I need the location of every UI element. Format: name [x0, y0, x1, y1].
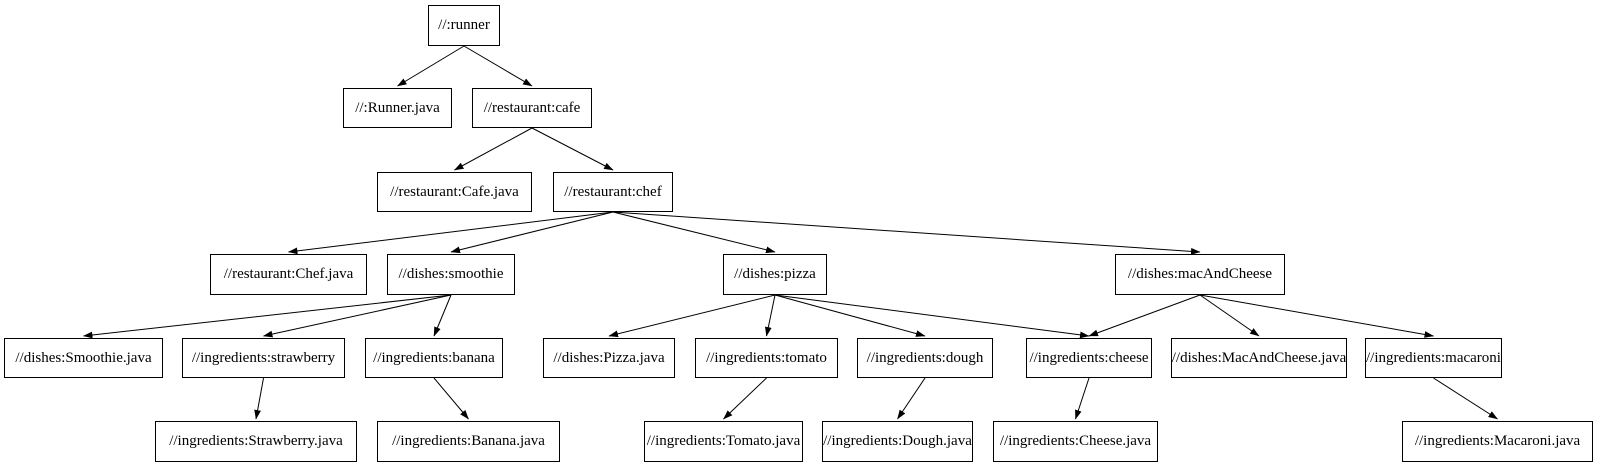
edge-cheese--cheese-java [1075, 377, 1090, 420]
edge-runner--runner-java [397, 45, 465, 87]
edge-mac-and-cheese--cheese [1088, 294, 1201, 337]
edge-banana--banana-java [433, 377, 469, 420]
node-smoothie: //dishes:smoothie [387, 254, 515, 295]
node-label: //restaurant:Chef.java [223, 266, 354, 282]
node-mac-and-cheese-java: //dishes:MacAndCheese.java [1171, 338, 1347, 378]
node-pizza: //dishes:pizza [723, 254, 827, 295]
node-tomato-java: //ingredients:Tomato.java [644, 421, 803, 462]
node-label: //:Runner.java [355, 99, 440, 116]
node-label: //dishes:Smoothie.java [15, 349, 152, 366]
node-chef-java: //restaurant:Chef.java [210, 254, 367, 295]
node-label: //ingredients:Strawberry.java [169, 433, 343, 449]
edge-smoothie--strawberry [263, 294, 452, 338]
edge-tomato--tomato-java [723, 377, 767, 420]
node-label: //dishes:macAndCheese [1127, 266, 1273, 282]
node-banana-java: //ingredients:Banana.java [377, 421, 560, 462]
node-runner-java: //:Runner.java [343, 88, 452, 128]
node-label: //restaurant:Cafe.java [390, 183, 519, 200]
node-label: //ingredients:Cheese.java [999, 433, 1152, 449]
node-dough: //ingredients:dough [857, 338, 993, 378]
node-chef: //restaurant:chef [553, 172, 673, 212]
edge-pizza--pizza-java [608, 294, 776, 338]
edge-chef--smoothie [450, 211, 614, 254]
edge-mac-and-cheese--mac-and-cheese-java [1199, 294, 1260, 337]
edges-group [83, 45, 1498, 420]
edge-strawberry--strawberry-java [254, 377, 264, 420]
edge-pizza--cheese [774, 294, 1090, 339]
node-label: //ingredients:dough [866, 349, 984, 366]
edge-pizza--dough [774, 294, 926, 337]
node-runner: //:runner [428, 5, 500, 46]
node-dough-java: //ingredients:Dough.java [822, 421, 973, 462]
node-label: //dishes:Pizza.java [553, 349, 665, 366]
edge-mac-and-cheese--macaroni [1199, 294, 1434, 338]
edge-cafe--cafe-java [454, 127, 533, 171]
node-macaroni-java: //ingredients:Macaroni.java [1402, 421, 1593, 462]
node-smoothie-java: //dishes:Smoothie.java [4, 338, 163, 378]
node-label: //:runner [438, 17, 490, 33]
node-label: //ingredients:Macaroni.java [1414, 433, 1581, 449]
node-label: //ingredients:macaroni [1366, 349, 1501, 366]
node-banana: //ingredients:banana [365, 338, 503, 378]
edge-macaroni--macaroni-java [1433, 377, 1498, 420]
node-label: //dishes:pizza [734, 266, 816, 282]
node-label: //ingredients:cheese [1029, 349, 1149, 366]
edge-chef--pizza [612, 211, 776, 254]
edge-chef--chef-java [288, 211, 614, 255]
edge-smoothie--banana [433, 294, 452, 337]
node-label: //ingredients:banana [373, 349, 495, 366]
node-label: //dishes:MacAndCheese.java [1171, 349, 1347, 366]
edge-pizza--tomato [764, 294, 776, 337]
edge-chef--mac-and-cheese [612, 211, 1201, 255]
node-label: //ingredients:strawberry [191, 349, 336, 366]
node-tomato: //ingredients:tomato [695, 338, 838, 378]
node-pizza-java: //dishes:Pizza.java [543, 338, 675, 378]
node-macaroni: //ingredients:macaroni [1365, 338, 1502, 378]
node-strawberry: //ingredients:strawberry [182, 338, 345, 378]
node-label: //ingredients:Banana.java [392, 433, 545, 449]
node-cafe: //restaurant:cafe [472, 88, 592, 128]
node-label: //restaurant:chef [564, 183, 662, 200]
node-label: //ingredients:Tomato.java [646, 433, 801, 449]
node-label: //restaurant:cafe [483, 99, 581, 116]
edge-runner--cafe [463, 45, 533, 87]
edge-cafe--chef [531, 127, 614, 171]
node-label: //ingredients:Dough.java [823, 433, 972, 449]
node-label: //ingredients:tomato [706, 349, 827, 366]
node-cafe-java: //restaurant:Cafe.java [377, 172, 532, 212]
node-cheese-java: //ingredients:Cheese.java [993, 421, 1158, 462]
node-label: //dishes:smoothie [398, 266, 504, 282]
node-strawberry-java: //ingredients:Strawberry.java [155, 421, 357, 462]
edge-dough--dough-java [897, 377, 926, 420]
node-cheese: //ingredients:cheese [1026, 338, 1152, 378]
node-mac-and-cheese: //dishes:macAndCheese [1115, 254, 1285, 295]
edge-smoothie--smoothie-java [83, 294, 452, 339]
